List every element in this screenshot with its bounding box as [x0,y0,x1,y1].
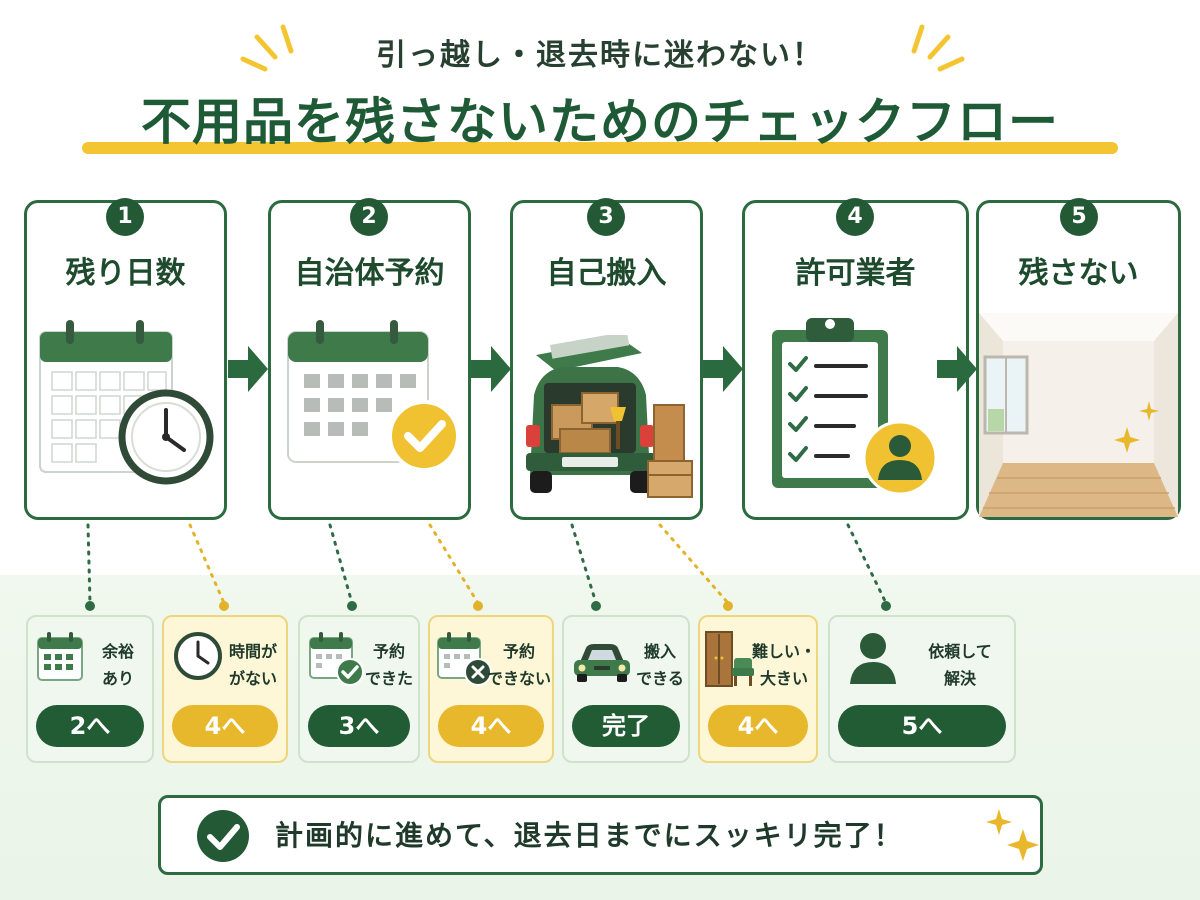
step-label-3: 自己搬入 [546,256,667,291]
result-pill-4: 4へ [438,705,544,747]
step-number-2: 2 [350,198,388,236]
arrow-right-icon [228,346,268,392]
option-text-3: 予約 できた [364,642,413,688]
clipboard-person-icon [772,318,938,496]
result-pill-5: 完了 [572,705,680,747]
footer-banner [158,795,1043,875]
subtitle: 引っ越し・退去時に迷わない！ [376,38,824,73]
footer-message: 計画的に進めて、退去日までにスッキリ完了！ [275,819,904,852]
step-number-4: 4 [836,198,874,236]
result-pill-1: 2へ [36,705,144,747]
step-label-2: 自治体予約 [294,256,445,291]
arrow-right-icon [471,346,511,392]
step-label-5: 残さない [1018,256,1139,291]
check-circle-icon [197,810,249,862]
option-text-5: 搬入 できる [636,642,684,688]
person-icon [850,633,896,684]
option-text-6: 難しい・ 大きい [752,642,817,688]
page-title: 不用品を残さないためのチェックフロー [141,93,1059,151]
option-text-4: 予約 できない [486,642,551,688]
result-pill-6: 4へ [708,705,808,747]
result-pill-3: 3へ [308,705,410,747]
arrow-right-icon [937,346,977,392]
calendar-clock-icon [39,320,214,485]
calendar-check-icon [287,320,460,472]
calendar-check-icon [309,632,364,686]
calendar-icon [37,632,83,681]
car-trunk-boxes-icon [526,335,693,498]
clock-icon [174,632,222,680]
furniture-icon [705,631,754,687]
result-pill-7: 5へ [838,705,1006,747]
sparkle-icon [986,809,1039,861]
step-label-4: 許可業者 [795,256,916,291]
burst-left-icon [240,24,294,72]
title-underline [82,142,1118,154]
car-icon [574,644,630,682]
calendar-x-icon [437,632,492,686]
step-number-1: 1 [106,198,144,236]
empty-room-icon [979,313,1178,517]
option-text-1: 余裕 あり [101,642,134,688]
step-number-5: 5 [1060,198,1098,236]
burst-right-icon [911,24,965,72]
arrow-right-icon [703,346,743,392]
step-number-3: 3 [587,198,625,236]
result-pill-2: 4へ [172,705,278,747]
option-text-2: 時間が がない [228,642,277,688]
step-label-1: 残り日数 [65,256,186,291]
option-text-7: 依頼して 解決 [928,642,992,688]
